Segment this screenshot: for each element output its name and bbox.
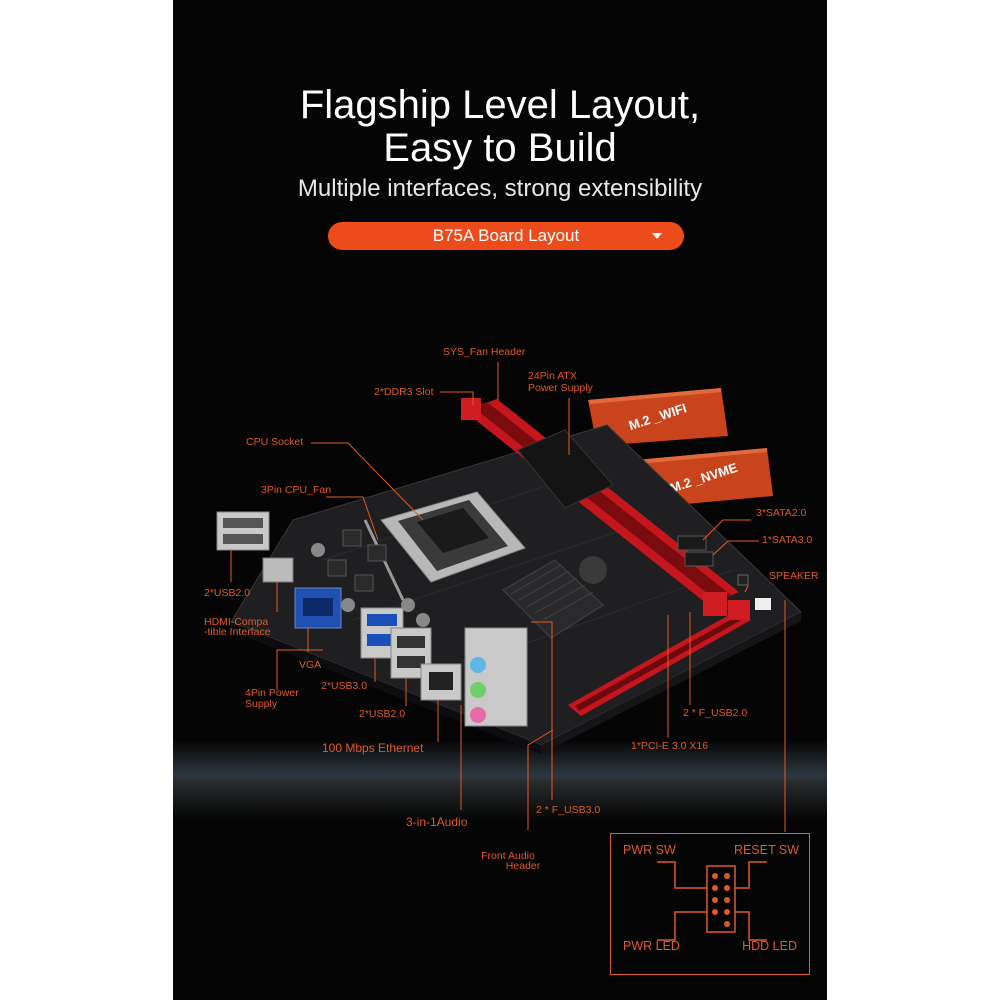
label-hdmi-line1: HDMI-Compa xyxy=(204,616,269,628)
atx-24pin-connector xyxy=(517,429,614,509)
label-hdd-led: HDD LED xyxy=(742,939,797,953)
label-ethernet: 100 Mbps Ethernet xyxy=(322,741,424,755)
label-f-usb30: 2 * F_USB3.0 xyxy=(536,804,601,816)
chipset-heatsink xyxy=(502,556,607,639)
board-layout-selector[interactable]: B75A Board Layout xyxy=(328,222,684,250)
label-pcie: 1*PCI-E 3.0 X16 xyxy=(631,740,709,752)
sata-ports xyxy=(677,535,771,610)
label-sata3: 1*SATA3.0 xyxy=(762,534,813,546)
label-sys-fan: SYS_Fan Header xyxy=(443,346,526,358)
floor-reflection xyxy=(173,740,827,820)
label-reset-sw: RESET SW xyxy=(733,843,799,857)
label-vga: VGA xyxy=(299,659,322,671)
label-atx-line2: Power Supply xyxy=(528,382,593,394)
headline-line-1: Flagship Level Layout, xyxy=(299,83,701,127)
rear-io-panel xyxy=(216,511,528,727)
front-panel-pin-header xyxy=(657,861,767,941)
label-front-audio-line2: Header xyxy=(505,860,541,872)
callout-leaders xyxy=(230,362,786,832)
vrm-components xyxy=(311,529,430,627)
label-pwr-led: PWR LED xyxy=(623,939,680,953)
label-front-audio-line1: Front Audio xyxy=(481,850,535,862)
label-usb30: 2*USB3.0 xyxy=(321,680,368,692)
label-speaker: SPEAKER xyxy=(769,570,819,582)
label-cpu-fan: 3Pin CPU_Fan xyxy=(261,484,332,496)
label-cpu-socket: CPU Socket xyxy=(246,436,304,448)
front-panel-diagram: PWR SW RESET SW PWR LED HDD LED xyxy=(610,833,810,975)
m2-wifi-badge: M.2 _WIFI xyxy=(588,388,728,446)
board-layout-label: B75A Board Layout xyxy=(432,226,580,245)
motherboard-diagram: M.2 _WIFI M.2 _NVME xyxy=(216,362,802,941)
label-atx-line1: 24Pin ATX xyxy=(528,370,577,382)
label-sata2: 3*SATA2.0 xyxy=(756,507,807,519)
label-usb20-mid: 2*USB2.0 xyxy=(359,708,406,720)
label-usb20-left: 2*USB2.0 xyxy=(204,587,251,599)
label-pwr-sw: PWR SW xyxy=(623,843,676,857)
pcie-x16-slot xyxy=(568,600,751,716)
label-4pin-line1: 4Pin Power xyxy=(245,687,299,699)
label-ddr3: 2*DDR3 Slot xyxy=(374,386,434,398)
label-hdmi-line2: -tible Interface xyxy=(204,626,271,638)
product-panel: Flagship Level Layout, Easy to Build Mul… xyxy=(173,0,827,1000)
label-4pin-line2: Supply xyxy=(245,698,278,710)
label-f-usb20: 2 * F_USB2.0 xyxy=(683,707,748,719)
headline-line-2: Easy to Build xyxy=(383,126,617,170)
label-audio: 3-in-1Audio xyxy=(406,815,468,829)
subtitle: Multiple interfaces, strong extensibilit… xyxy=(297,175,703,202)
caret-down-icon xyxy=(652,233,662,239)
